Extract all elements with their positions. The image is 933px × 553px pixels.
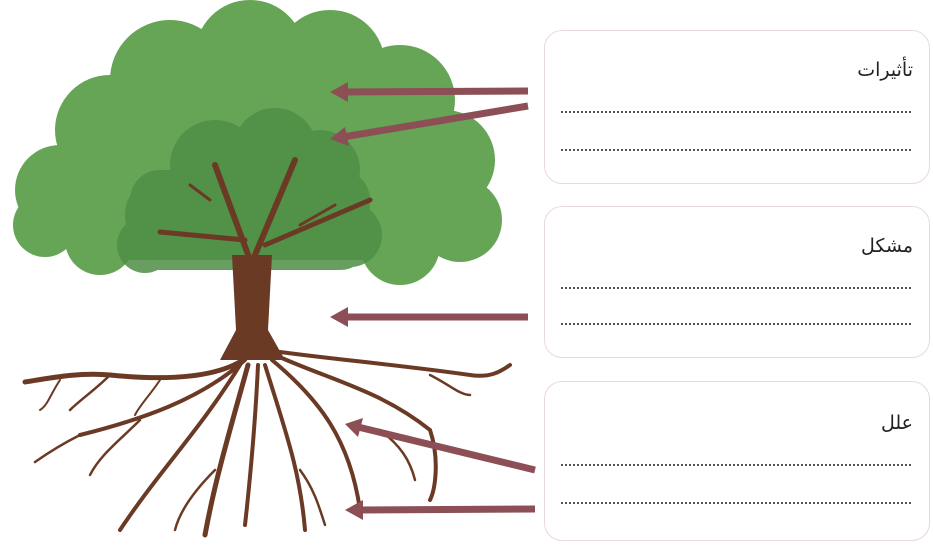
effects-box: تأثيرات <box>544 30 930 184</box>
answer-line[interactable] <box>561 287 911 289</box>
answer-line[interactable] <box>561 502 911 504</box>
arrow-causes-bottom <box>358 509 535 510</box>
arrowhead-causes-top <box>345 418 363 437</box>
arrow-effects-top <box>342 91 528 92</box>
arrowhead-causes-bottom <box>345 500 363 520</box>
answer-line[interactable] <box>561 111 911 113</box>
causes-box: علل <box>544 381 930 541</box>
problem-label: مشكل <box>861 235 913 257</box>
tree-trunk <box>220 255 285 360</box>
causes-label: علل <box>881 412 913 434</box>
answer-line[interactable] <box>561 149 911 151</box>
arrow-causes-top <box>358 427 535 470</box>
answer-line[interactable] <box>561 323 911 325</box>
effects-label: تأثيرات <box>857 59 913 81</box>
problem-box: مشكل <box>544 206 930 358</box>
arrowhead-problem <box>330 307 348 327</box>
answer-line[interactable] <box>561 464 911 466</box>
